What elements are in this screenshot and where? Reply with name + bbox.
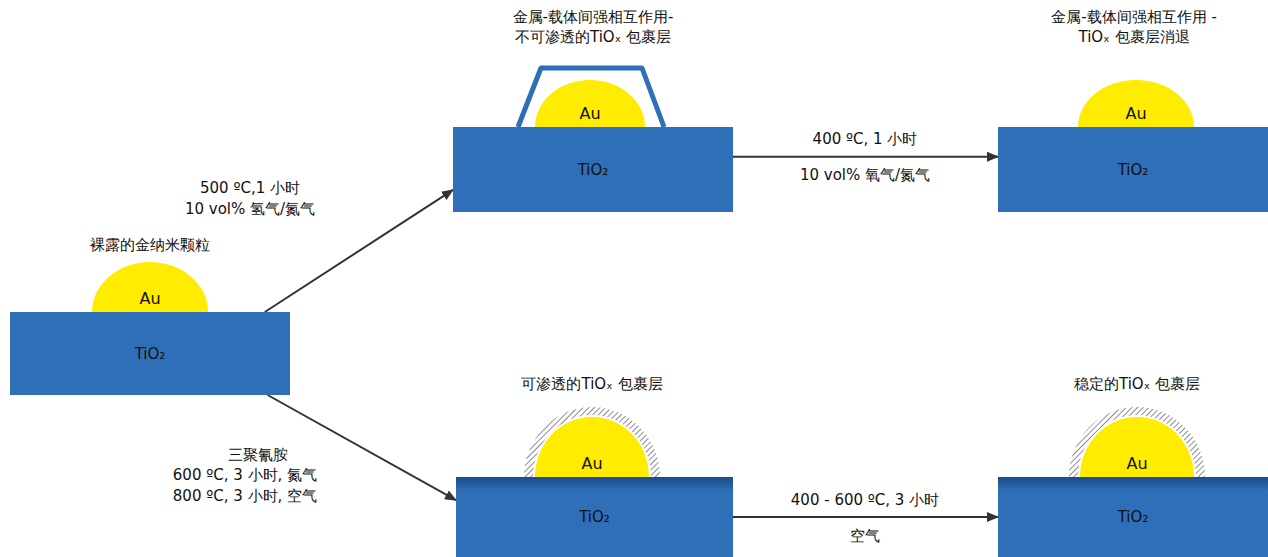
- condition-text: 400 - 600 ºC, 3 小时: [788, 491, 942, 511]
- gold-dome-shape: [535, 80, 645, 127]
- support-label: TiO₂: [1118, 508, 1149, 526]
- condition-text: 10 vol% 氢气/氮气: [182, 200, 318, 220]
- support-label: TiO₂: [579, 508, 610, 526]
- tio2-support: TiO₂: [10, 312, 290, 395]
- particle-label: Au: [1125, 104, 1146, 127]
- condition-text: 500 ºC,1 小时: [197, 179, 303, 199]
- tio2-support: TiO₂: [456, 477, 733, 557]
- condition-text: 600 ºC, 3 小时, 氮气: [170, 466, 320, 486]
- permeable-overlayer: [524, 407, 660, 477]
- tio2-support: TiO₂: [453, 127, 733, 212]
- support-label: TiO₂: [135, 345, 166, 363]
- particle-label: Au: [139, 289, 160, 312]
- gold-dome-shape: [1080, 417, 1194, 477]
- gold-particle: Au: [1080, 417, 1194, 477]
- gold-particle: Au: [92, 262, 208, 312]
- support-label: TiO₂: [1118, 161, 1149, 179]
- particle-label: Au: [1126, 454, 1147, 477]
- stage-heading: 金属-载体间强相互作用- 不可渗透的TiOₓ 包裹层: [488, 8, 699, 47]
- impermeable-overlayer: [518, 68, 664, 127]
- condition-text: 10 vol% 氧气/氮气: [797, 166, 933, 186]
- gold-dome-shape: [535, 417, 649, 477]
- stage-heading: 稳定的TiOₓ 包裹层: [1071, 375, 1203, 395]
- stage-heading: 裸露的金纳米颗粒: [87, 236, 213, 256]
- process-arrow: [733, 516, 998, 518]
- support-label: TiO₂: [578, 161, 609, 179]
- condition-text: 空气: [847, 527, 883, 547]
- gold-dome-shape: [1078, 80, 1194, 127]
- particle-label: Au: [581, 454, 602, 477]
- condition-text: 三聚氰胺: [225, 446, 291, 466]
- tio2-support: TiO₂: [998, 127, 1268, 212]
- gold-dome-shape: [92, 262, 208, 312]
- gold-particle: Au: [1078, 80, 1194, 127]
- stage-heading: 金属-载体间强相互作用 -TiOₓ 包裹层消退: [1039, 8, 1230, 47]
- stable-overlayer: [1069, 407, 1205, 477]
- process-arrow: [733, 156, 998, 158]
- gold-particle: Au: [535, 417, 649, 477]
- tio2-support: TiO₂: [998, 477, 1268, 557]
- condition-text: 400 ºC, 1 小时: [810, 130, 921, 150]
- stage-heading: 可渗透的TiOₓ 包裹层: [518, 375, 665, 395]
- condition-text: 800 ºC, 3 小时, 空气: [170, 487, 320, 507]
- gold-particle: Au: [535, 80, 645, 127]
- particle-label: Au: [579, 104, 600, 127]
